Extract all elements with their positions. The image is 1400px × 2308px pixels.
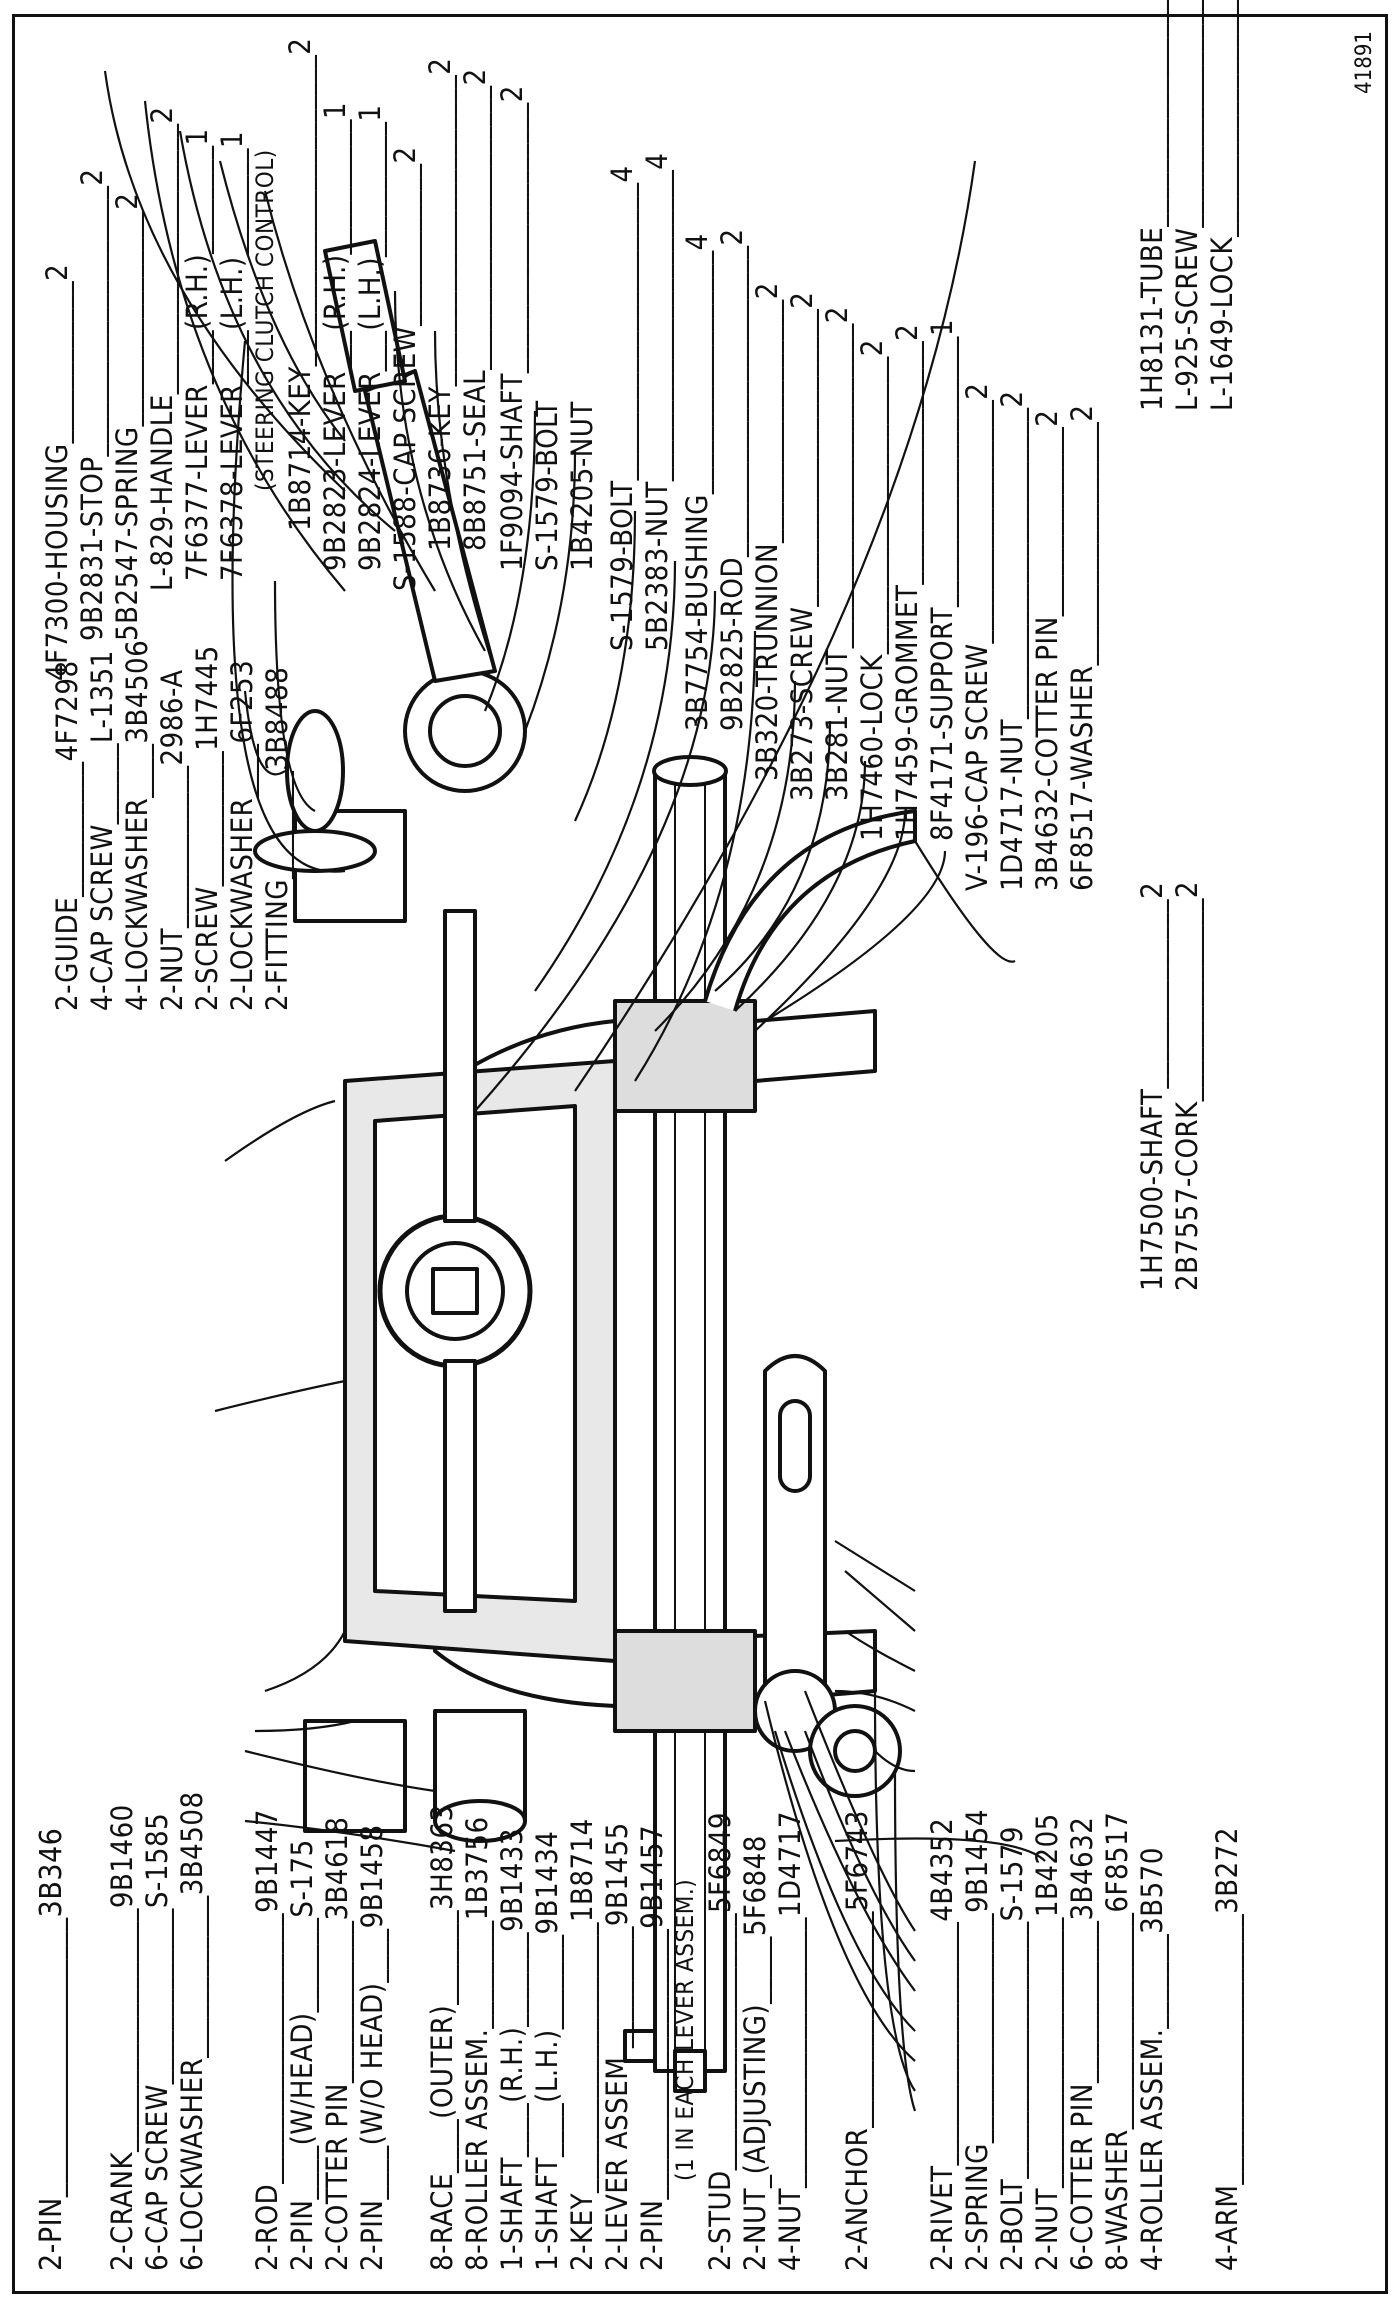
part-label: 1D4717-NUT_______________________2 (995, 390, 1029, 891)
shaft-end-right (652, 755, 728, 787)
part-label: S-1579-BOLT______________________4 (605, 165, 639, 651)
part-label: S-1588-CAP SCREW____________2 (388, 146, 422, 591)
part-label: 8-ROLLER ASSEM.________1B3756 (460, 1816, 494, 2271)
part-label: 2-LEVER ASSEM._________9B1455 (600, 1822, 634, 2271)
part-label: 1H8131-TUBE______________________2 (1135, 0, 1169, 411)
part-label: 4-LOCKWASHER____3B4506 (120, 639, 154, 1011)
part-label: 2-STUD___________________5F6849 (703, 1812, 737, 2271)
part-label: 3B7754-BUSHING__________________4 (680, 233, 714, 731)
part-label: 2-GUIDE__________4F7298 (50, 660, 84, 1011)
part-label: 8-WASHER________________6F8517 (1100, 1811, 1134, 2271)
part-label: 2-NUT____________2986-A (155, 669, 189, 1011)
part-label: 1H7500-SHAFT______________2 (1135, 881, 1169, 1291)
part-label: 2-ANCHOR________________5F6743 (840, 1810, 874, 2271)
part-label: 2-CRANK__________________9B1460 (105, 1804, 139, 2271)
part-label: 3B4632-COTTER PIN______________2 (1030, 409, 1064, 891)
part-label: 9B2831-STOP____________________2 (75, 168, 109, 641)
rod-right (443, 909, 477, 1223)
part-label: 3B273-SCREW______________________2 (785, 291, 819, 801)
arm-hub-right (613, 999, 757, 1113)
part-label: 6F8517-WASHER__________________2 (1065, 404, 1099, 891)
arm-hub-left (613, 1629, 757, 1733)
part-label: 2B7557-CORK_______________2 (1170, 881, 1204, 1291)
part-label: 4-NUT____________________1D4717 (773, 1811, 807, 2271)
part-label: 7F6378-LEVER____(L.H.)________1 (215, 130, 249, 581)
part-label: 2-KEY____________________1B8714 (565, 1818, 599, 2271)
part-label: 4-ROLLER ASSEM._______3B570 (1135, 1847, 1169, 2271)
tube (703, 809, 917, 1012)
part-label: 3B320-TRUNNION__________________2 (750, 282, 784, 781)
part-label: 2-NUT____________________1B4205 (1030, 1813, 1064, 2271)
part-label: V-196-CAP SCREW__________________2 (960, 382, 994, 891)
part-label: 2-SPRING_________________9B1454 (960, 1809, 994, 2271)
part-label: 7F6377-LEVER____(R.H.)________1 (180, 128, 214, 581)
part-label: 8F4171-SUPPORT____________________1 (925, 319, 959, 841)
part-label: 3B281-NUT________________________2 (820, 306, 854, 801)
part-label: 2-PIN____(W/HEAD)_______S-175 (285, 1839, 319, 2271)
part-label: 2-NUT_(ADJUSTING)_____5F6848 (738, 1835, 772, 2271)
rod-left (443, 1359, 477, 1613)
part-label: 2-RIVET__________________4B4352 (925, 1817, 959, 2271)
part-label: 2-SCREW__________1H7445 (190, 645, 224, 1011)
part-label: 2-COTTER PIN____________3B4618 (320, 1816, 354, 2271)
figure-number: 41891 (1352, 31, 1377, 94)
part-label: 6-LOCKWASHER____________3B4508 (175, 1791, 209, 2271)
part-label: 1H7460-LOCK______________________2 (855, 339, 889, 841)
part-label: 1B8736-KEY_______________________2 (423, 57, 457, 551)
part-label: 9B2824-LEVER___(L.H.)__________1 (353, 104, 387, 571)
part-label: 1F9094-SHAFT____________________2 (495, 85, 529, 571)
part-label: S-1579-BOLT (530, 400, 564, 571)
part-label: 5B2383-NUT_______________________4 (640, 152, 674, 651)
part-label: 6-COTTER PIN____________3B4632 (1065, 1816, 1099, 2271)
part-label: 1-SHAFT____(R.H.)_______9B1433 (495, 1828, 529, 2271)
part-label: 5B2547-SPRING________________2 (110, 192, 144, 641)
part-label: 1H7459-GROMMET__________________2 (890, 323, 924, 841)
part-label: 1-SHAFT____(L.H.)_______9B1434 (530, 1830, 564, 2271)
mechanism-drawing (103, 70, 1046, 2112)
part-note: (STEERING CLUTCH CONTROL) (251, 149, 279, 491)
part-label: 9B2825-ROD_______________________2 (715, 228, 749, 731)
part-label: 9B2823-LEVER___(R.H.)__________1 (318, 101, 352, 571)
parts-diagram-sheet: 4F7300-HOUSING____________2 9B2831-STOP_… (12, 0, 1388, 2294)
part-label: 6-CAP SCREW_____________S-1585 (140, 1812, 174, 2271)
part-label: L-1649-LOCK______________________2 (1205, 0, 1239, 411)
part-note: (1 IN EACH LEVER ASSEM.) (671, 1878, 699, 2181)
part-label: 2-PIN____________________3B346 (34, 1827, 69, 2271)
part-label: 1B4205-NUT (565, 401, 599, 571)
part-label: 1B8714-KEY_______________________2 (283, 37, 317, 531)
part-label: L-925-SCREW______________________2 (1170, 0, 1204, 411)
part-label: 2-FITTING________3B8488 (260, 666, 294, 1011)
part-label: L-829-HANDLE____________________2 (145, 106, 179, 591)
part-label: 8-RACE____(OUTER)_______3H8363 (425, 1804, 459, 2271)
part-label: 2-LOCKWASHER____6F253 (225, 659, 259, 1011)
part-label: 2-PIN____(W/O HEAD)____9B1458 (355, 1824, 389, 2271)
part-label: 2-ROD____________________9B1447 (250, 1809, 284, 2271)
part-label: 2-BOLT___________________S-1579 (995, 1825, 1029, 2271)
part-label: 4-ARM____________________3B272 (1210, 1827, 1244, 2271)
part-label: 4-CAP SCREW______L-1351 (85, 650, 119, 1011)
rotated-diagram-canvas: 4F7300-HOUSING____________2 9B2831-STOP_… (15, 0, 1385, 2291)
part-label: 4F7300-HOUSING____________2 (40, 263, 74, 681)
part-label: 2-PIN____________________9B1457 (635, 1824, 669, 2271)
part-label: 8B8751-SEAL_____________________2 (458, 68, 492, 551)
